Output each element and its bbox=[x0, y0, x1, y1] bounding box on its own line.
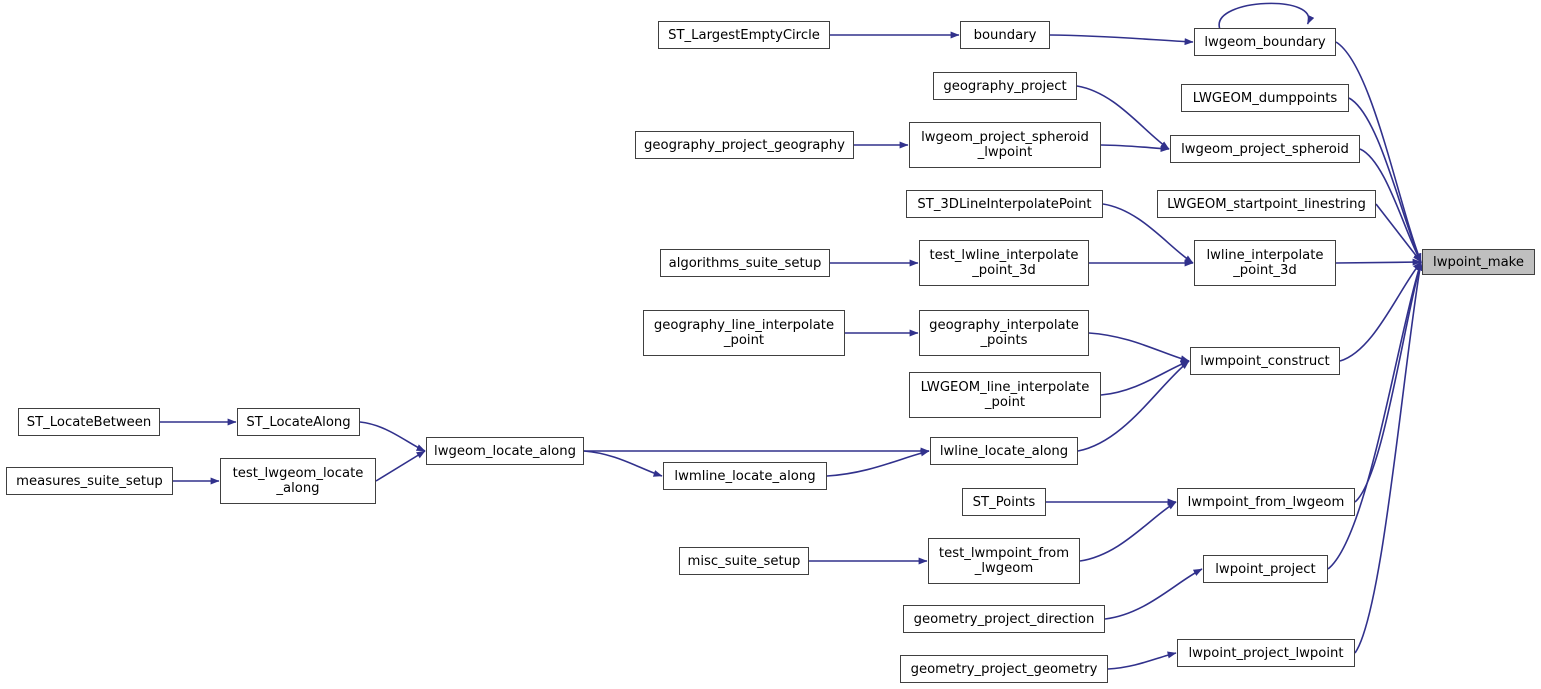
graph-node-geometry_project_geometry[interactable]: geometry_project_geometry bbox=[900, 655, 1108, 683]
graph-node-test_lwmpoint_from_lwgeom[interactable]: test_lwmpoint_from _lwgeom bbox=[928, 538, 1080, 584]
graph-node-algorithms_suite_setup[interactable]: algorithms_suite_setup bbox=[660, 249, 830, 277]
graph-node-label: ST_LargestEmptyCircle bbox=[668, 27, 820, 43]
graph-node-label: test_lwmpoint_from _lwgeom bbox=[938, 546, 1070, 576]
graph-node-label: boundary bbox=[973, 27, 1037, 43]
graph-node-label: geography_interpolate _points bbox=[929, 318, 1079, 348]
graph-node-label: lwpoint_make bbox=[1433, 254, 1524, 270]
graph-node-lwpoint_project_lwpoint[interactable]: lwpoint_project_lwpoint bbox=[1177, 639, 1355, 667]
graph-node-geography_interpolate_points[interactable]: geography_interpolate _points bbox=[919, 310, 1089, 356]
graph-node-label: geometry_project_direction bbox=[913, 611, 1095, 627]
graph-node-label: LWGEOM_startpoint_linestring bbox=[1167, 196, 1366, 212]
graph-node-label: lwpoint_project bbox=[1215, 561, 1316, 577]
graph-node-label: measures_suite_setup bbox=[16, 473, 163, 489]
graph-node-test_lwline_interpolate_point_3d[interactable]: test_lwline_interpolate _point_3d bbox=[919, 240, 1089, 286]
graph-node-lwgeom_boundary[interactable]: lwgeom_boundary bbox=[1194, 28, 1336, 56]
graph-node-lwmpoint_construct[interactable]: lwmpoint_construct bbox=[1190, 347, 1340, 375]
graph-node-test_lwgeom_locate_along[interactable]: test_lwgeom_locate _along bbox=[220, 458, 376, 504]
graph-node-lwline_interpolate_point_3d[interactable]: lwline_interpolate _point_3d bbox=[1194, 240, 1336, 286]
graph-node-lwpoint_project[interactable]: lwpoint_project bbox=[1203, 555, 1328, 583]
graph-node-lwmpoint_from_lwgeom[interactable]: lwmpoint_from_lwgeom bbox=[1177, 488, 1355, 516]
graph-node-st_locatebetween[interactable]: ST_LocateBetween bbox=[18, 408, 160, 436]
graph-node-label: lwgeom_boundary bbox=[1204, 34, 1326, 50]
graph-node-label: LWGEOM_dumppoints bbox=[1192, 90, 1338, 106]
graph-node-label: lwpoint_project_lwpoint bbox=[1188, 645, 1344, 661]
graph-node-label: ST_Points bbox=[972, 494, 1036, 510]
graph-node-label: geography_project_geography bbox=[644, 137, 845, 153]
graph-node-label: ST_LocateAlong bbox=[246, 414, 351, 430]
graph-node-label: LWGEOM_line_interpolate _point bbox=[920, 380, 1090, 410]
graph-node-label: ST_LocateBetween bbox=[26, 414, 152, 430]
graph-node-label: lwgeom_project_spheroid bbox=[1181, 141, 1349, 157]
graph-node-geography_project_geography[interactable]: geography_project_geography bbox=[635, 131, 854, 159]
graph-node-st_3dlineinterpolatepoint[interactable]: ST_3DLineInterpolatePoint bbox=[906, 190, 1103, 218]
graph-node-label: algorithms_suite_setup bbox=[668, 255, 822, 271]
graph-node-label: test_lwline_interpolate _point_3d bbox=[929, 248, 1079, 278]
graph-node-label: ST_3DLineInterpolatePoint bbox=[917, 196, 1092, 212]
graph-node-lwgeom_project_spheroid_lwpoint[interactable]: lwgeom_project_spheroid _lwpoint bbox=[909, 122, 1101, 168]
graph-node-label: lwgeom_project_spheroid _lwpoint bbox=[921, 130, 1089, 160]
graph-node-label: lwmline_locate_along bbox=[674, 468, 816, 484]
graph-node-measures_suite_setup[interactable]: measures_suite_setup bbox=[6, 467, 173, 495]
graph-node-lwgeom_startpoint_linestring[interactable]: LWGEOM_startpoint_linestring bbox=[1157, 190, 1376, 218]
graph-node-label: lwline_interpolate _point_3d bbox=[1206, 248, 1324, 278]
graph-node-lwline_locate_along[interactable]: lwline_locate_along bbox=[930, 437, 1078, 465]
graph-node-label: lwline_locate_along bbox=[939, 443, 1069, 459]
graph-node-lwgeom_dumppoints[interactable]: LWGEOM_dumppoints bbox=[1181, 84, 1349, 112]
graph-node-st_locatealong[interactable]: ST_LocateAlong bbox=[237, 408, 360, 436]
graph-node-lwgeom_locate_along[interactable]: lwgeom_locate_along bbox=[426, 437, 584, 465]
graph-node-st_largestemptycircle[interactable]: ST_LargestEmptyCircle bbox=[658, 21, 830, 49]
graph-node-lwmline_locate_along[interactable]: lwmline_locate_along bbox=[663, 462, 827, 490]
graph-node-label: lwmpoint_from_lwgeom bbox=[1187, 494, 1345, 510]
graph-node-misc_suite_setup[interactable]: misc_suite_setup bbox=[679, 547, 809, 575]
graph-node-lwgeom_line_interpolate_point[interactable]: LWGEOM_line_interpolate _point bbox=[909, 372, 1101, 418]
graph-node-geometry_project_direction[interactable]: geometry_project_direction bbox=[903, 605, 1105, 633]
graph-node-geography_line_interpolate_point[interactable]: geography_line_interpolate _point bbox=[643, 310, 845, 356]
graph-node-label: geography_project bbox=[943, 78, 1067, 94]
graph-node-boundary[interactable]: boundary bbox=[960, 21, 1050, 49]
graph-node-label: lwgeom_locate_along bbox=[434, 443, 576, 459]
graph-node-lwgeom_project_spheroid[interactable]: lwgeom_project_spheroid bbox=[1170, 135, 1360, 163]
graph-node-label: lwmpoint_construct bbox=[1200, 353, 1330, 369]
graph-node-lwpoint_make[interactable]: lwpoint_make bbox=[1422, 249, 1535, 275]
graph-node-label: test_lwgeom_locate _along bbox=[232, 466, 364, 496]
graph-node-label: misc_suite_setup bbox=[687, 553, 801, 569]
graph-node-geography_project[interactable]: geography_project bbox=[933, 72, 1077, 100]
graph-node-label: geometry_project_geometry bbox=[910, 661, 1098, 677]
graph-node-st_points[interactable]: ST_Points bbox=[962, 488, 1046, 516]
graph-node-label: geography_line_interpolate _point bbox=[653, 318, 835, 348]
